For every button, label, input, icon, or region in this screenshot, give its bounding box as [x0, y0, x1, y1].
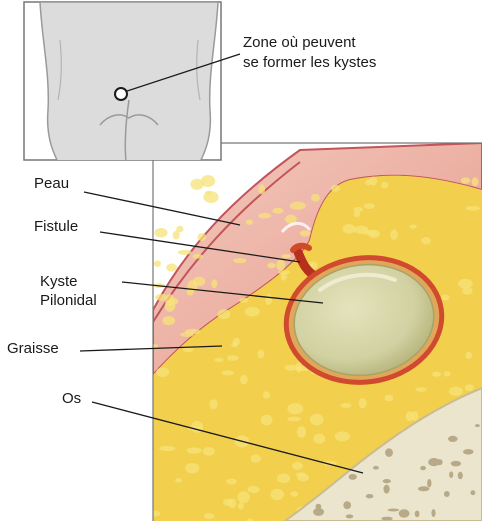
label-kyste-line1: Kyste	[40, 272, 78, 291]
label-zone-line1: Zone où peuvent	[243, 33, 356, 52]
cross-section	[148, 143, 482, 521]
label-graisse: Graisse	[7, 339, 59, 358]
label-fistule: Fistule	[34, 217, 78, 236]
zone-marker	[115, 88, 127, 100]
label-os: Os	[62, 389, 81, 408]
label-zone-line2: se former les kystes	[243, 53, 376, 72]
body-inset	[24, 2, 221, 162]
body-silhouette	[40, 2, 218, 162]
label-kyste-line2: Pilonidal	[40, 291, 97, 310]
label-peau: Peau	[34, 174, 69, 193]
